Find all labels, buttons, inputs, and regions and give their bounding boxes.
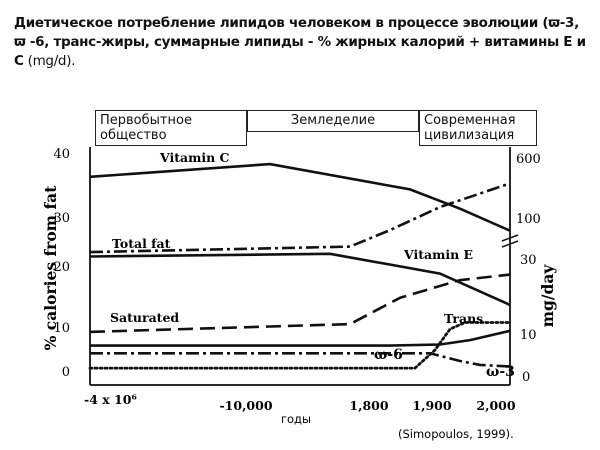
left-tick-label: 20 [53, 260, 70, 275]
right-tick-label: 100 [516, 212, 541, 227]
series-label-trans: Trans [444, 311, 483, 326]
axis-break-top [501, 234, 519, 242]
x-tick-label: 1,900 [412, 398, 451, 413]
left-tick-label: 30 [53, 211, 70, 226]
right-tick-label: 30 [520, 253, 537, 268]
era-box-modern: Современная цивилизация [419, 110, 537, 146]
chart-title: Диетическое потребление липидов человеко… [14, 14, 592, 71]
axis-break-bottom [501, 240, 519, 248]
era-box-primitive: Первобытное общество [95, 110, 247, 146]
series-line-5 [90, 352, 511, 368]
left-tick-label: 40 [53, 147, 70, 162]
chart-title-unit: (mg/d). [23, 53, 76, 69]
chart-title-main: Диетическое потребление липидов человеко… [14, 15, 586, 69]
series-line-6 [88, 321, 512, 370]
left-tick-label: 10 [53, 321, 70, 336]
series-line-2 [89, 252, 511, 307]
era-label-modern-line1: Современная [424, 113, 516, 128]
x-tick-label: 1,800 [349, 398, 388, 413]
series-label-omega-3: ω-3 [486, 364, 515, 380]
series-line-3 [89, 273, 511, 334]
series-label-vitamin-e: Vitamin E [403, 247, 473, 262]
right-tick-label: 10 [520, 328, 537, 343]
series-line-0 [89, 162, 511, 232]
series-label-vitamin-c: Vitamin C [159, 150, 230, 165]
series-label-saturated: Saturated [110, 310, 179, 325]
era-label-agriculture: Земледелие [290, 113, 376, 128]
x-tick-label: -10,000 [219, 398, 272, 413]
citation: (Simopoulos, 1999). [398, 427, 514, 441]
right-axis-label: mg/day [538, 264, 557, 328]
era-label-primitive-line2: общество [100, 128, 167, 143]
series-label-total-fat: Total fat [112, 236, 171, 251]
right-tick-label: 0 [522, 370, 530, 385]
x-tick-label: 2,000 [476, 398, 515, 413]
x-axis-label: годы [281, 412, 311, 426]
x-tick-label: -4 x 10⁶ [84, 392, 137, 407]
left-axis-label: % calories from fat [41, 185, 60, 351]
left-tick-label: 0 [62, 365, 70, 380]
era-label-primitive-line1: Первобытное [100, 113, 192, 128]
series-line-1 [89, 182, 511, 254]
era-label-modern-line2: цивилизация [424, 128, 515, 143]
series-label-omega-6: ω-6 [374, 347, 403, 363]
era-box-agriculture: Земледелие [247, 110, 419, 132]
right-tick-label: 600 [516, 152, 541, 167]
